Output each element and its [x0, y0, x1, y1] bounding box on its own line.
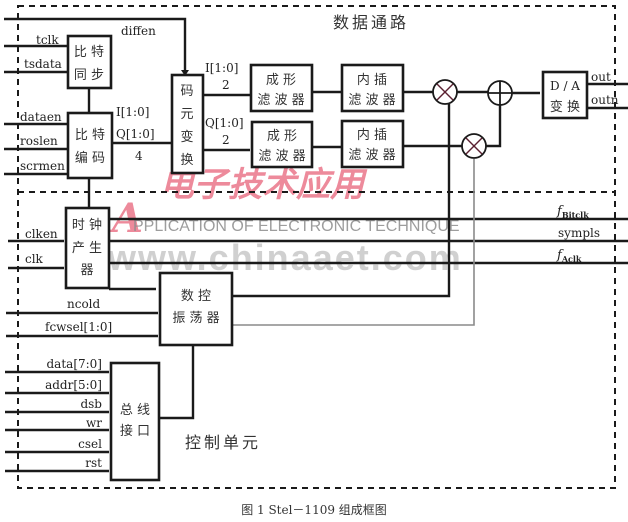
outer-dashed-border [17, 5, 616, 489]
label-diffen: diffen [121, 24, 156, 38]
watermark-url: www.chinaaet.com [107, 237, 463, 278]
label-dsb: dsb [80, 397, 102, 411]
label-dataen: dataen [20, 110, 62, 124]
wire-nco-mixer-q [232, 159, 475, 326]
block-interp-filter-i: 内 插 滤 波 器 [340, 63, 405, 113]
block-symbol-map: 码 元 变 换 [170, 73, 205, 175]
shaping-q-label-1: 成 形 [267, 129, 297, 144]
label-f-bitclk-main: f [556, 204, 564, 219]
label-data: data[7:0] [47, 357, 103, 371]
control-title: 控制单元 [185, 433, 261, 452]
symbol-map-label-2: 元 [180, 107, 193, 122]
label-clk: clk [25, 252, 44, 266]
label-sympls: sympls [558, 226, 600, 240]
clock-gen-label-3: 器 [80, 263, 93, 278]
shaping-i-label-1: 成 形 [266, 73, 296, 88]
label-f-bitclk: fBitclk [556, 204, 589, 220]
label-i-bus: I[1:0] [205, 61, 238, 75]
label-q-width: 2 [222, 133, 230, 147]
symbol-map-label-1: 码 [180, 84, 193, 99]
label-out: out [591, 70, 611, 84]
block-bus-interface: 总 线 接 口 [109, 361, 161, 482]
block-shaping-filter-i: 成 形 滤 波 器 [249, 63, 314, 113]
label-enc-bus-width: 4 [135, 149, 143, 163]
interp-q-label-2: 滤 波 器 [348, 148, 395, 163]
adder [487, 80, 513, 106]
bit-sync-label-1: 比 特 [74, 45, 104, 60]
label-q-bus: Q[1:0] [205, 116, 244, 130]
wire-bus-nco [160, 346, 195, 420]
label-fcwsel: fcwsel[1:0] [45, 320, 112, 334]
arrow-diffen [181, 70, 189, 76]
bus-if-label-2: 接 口 [120, 423, 150, 439]
figure-caption: 图 1 Stel－1109 组成框图 [241, 503, 387, 517]
shaping-q-label-2: 滤 波 器 [258, 149, 305, 164]
dac-label-2: 变 换 [550, 99, 580, 115]
signal-labels: diffen tclk tsdata dataen roslen scrmen … [20, 24, 619, 470]
label-tsdata: tsdata [24, 57, 62, 71]
nco-label-1: 数 控 [181, 289, 211, 304]
label-enc-bus-q: Q[1:0] [116, 127, 155, 141]
block-nco: 数 控 振 荡 器 [158, 271, 234, 347]
bit-encode-label-1: 比 特 [75, 128, 105, 143]
wires [4, 17, 628, 473]
label-outn: outn [591, 93, 619, 107]
label-f-aclk: fAclk [556, 248, 582, 264]
bit-sync-label-2: 同 步 [74, 68, 104, 83]
label-scrmen: scrmen [20, 159, 65, 173]
mixer-i [432, 79, 458, 105]
block-bit-encode: 比 特 编 码 [66, 111, 114, 180]
label-f-aclk-sub: Aclk [561, 254, 582, 264]
wire-diffen [4, 17, 187, 74]
label-i-width: 2 [222, 78, 230, 92]
wire-nco-mixer-i [232, 104, 451, 298]
label-f-bitclk-sub: Bitclk [562, 210, 589, 220]
symbol-map-label-4: 换 [180, 153, 193, 168]
block-bit-sync: 比 特 同 步 [66, 34, 113, 90]
clock-gen-label-1: 时 钟 [72, 217, 102, 233]
label-csel: csel [78, 437, 102, 451]
label-tclk: tclk [36, 33, 59, 47]
bit-encode-label-2: 编 码 [75, 151, 105, 166]
block-clock-gen: 时 钟 产 生 器 [64, 206, 111, 290]
label-clken: clken [25, 227, 58, 241]
label-rst: rst [85, 456, 102, 470]
interp-q-label-1: 内 插 [357, 127, 387, 143]
label-addr: addr[5:0] [45, 378, 102, 392]
symbol-map-label-3: 变 [180, 129, 193, 145]
watermark: A 电子技术应用 PPLICATION OF ELECTRONIC TECHNI… [107, 165, 463, 278]
block-interp-filter-q: 内 插 滤 波 器 [340, 119, 405, 169]
interp-i-label-2: 滤 波 器 [348, 93, 395, 108]
label-roslen: roslen [20, 134, 58, 148]
block-shaping-filter-q: 成 形 滤 波 器 [250, 120, 314, 169]
clock-gen-label-2: 产 生 [72, 241, 102, 256]
datapath-title: 数据通路 [333, 13, 409, 32]
label-wr: wr [86, 416, 102, 430]
interp-i-label-1: 内 插 [357, 72, 387, 88]
block-dac: D / A 变 换 [541, 70, 589, 120]
label-enc-bus-i: I[1:0] [116, 105, 149, 119]
shaping-i-label-2: 滤 波 器 [257, 93, 304, 108]
mixer-q [461, 133, 487, 159]
label-ncold: ncold [67, 297, 101, 311]
watermark-en-text: PPLICATION OF ELECTRONIC TECHNIQUE [133, 218, 460, 235]
wire-mixerq-adder [486, 104, 502, 148]
label-f-aclk-main: f [556, 248, 564, 263]
region-borders [17, 5, 616, 489]
dac-label-1: D / A [550, 79, 580, 93]
bus-if-label-1: 总 线 [120, 403, 150, 418]
nco-label-2: 振 荡 器 [172, 311, 219, 326]
